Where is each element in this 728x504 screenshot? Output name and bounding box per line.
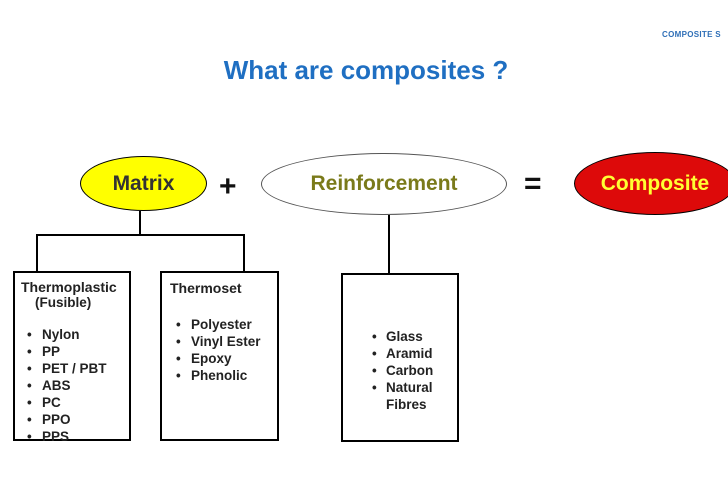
list-item: Epoxy bbox=[170, 350, 277, 367]
composite-ellipse: Composite bbox=[574, 152, 728, 215]
list-item: PET / PBT bbox=[21, 360, 129, 377]
list-item: PC bbox=[21, 394, 129, 411]
thermoset-list: Polyester Vinyl Ester Epoxy Phenolic bbox=[170, 316, 277, 384]
reinforcement-ellipse: Reinforcement bbox=[261, 153, 507, 215]
thermoset-heading: Thermoset bbox=[170, 280, 242, 296]
plus-sign: + bbox=[219, 170, 237, 203]
thermoplastic-heading: Thermoplastic bbox=[21, 279, 117, 295]
list-item: Vinyl Ester bbox=[170, 333, 277, 350]
list-item: Natural Fibres bbox=[366, 379, 457, 413]
thermoset-box: Thermoset Polyester Vinyl Ester Epoxy Ph… bbox=[160, 271, 279, 441]
list-item: PP bbox=[21, 343, 129, 360]
list-item: ABS bbox=[21, 377, 129, 394]
matrix-ellipse: Matrix bbox=[80, 156, 207, 211]
corner-label: COMPOSITE S bbox=[662, 30, 721, 39]
list-item: Nylon bbox=[21, 326, 129, 343]
reinforcement-box: Glass Aramid Carbon Natural Fibres bbox=[341, 273, 459, 442]
thermoplastic-box: Thermoplastic (Fusible) Nylon PP PET / P… bbox=[13, 271, 131, 445]
reinforcement-list: Glass Aramid Carbon Natural Fibres bbox=[366, 328, 457, 413]
list-item: Polyester bbox=[170, 316, 277, 333]
list-item: Carbon bbox=[366, 362, 457, 379]
thermoplastic-subheading: (Fusible) bbox=[35, 295, 92, 310]
thermoplastic-list: Nylon PP PET / PBT ABS PC PPO PPS bbox=[21, 326, 129, 445]
list-item: Phenolic bbox=[170, 367, 277, 384]
page-title: What are composites ? bbox=[0, 55, 728, 86]
list-item: Aramid bbox=[366, 345, 457, 362]
page-title-text: What are composites ? bbox=[223, 55, 509, 85]
list-item: PPS bbox=[21, 428, 129, 445]
list-item: PPO bbox=[21, 411, 129, 428]
list-item: Glass bbox=[366, 328, 457, 345]
equals-sign: = bbox=[524, 167, 542, 200]
